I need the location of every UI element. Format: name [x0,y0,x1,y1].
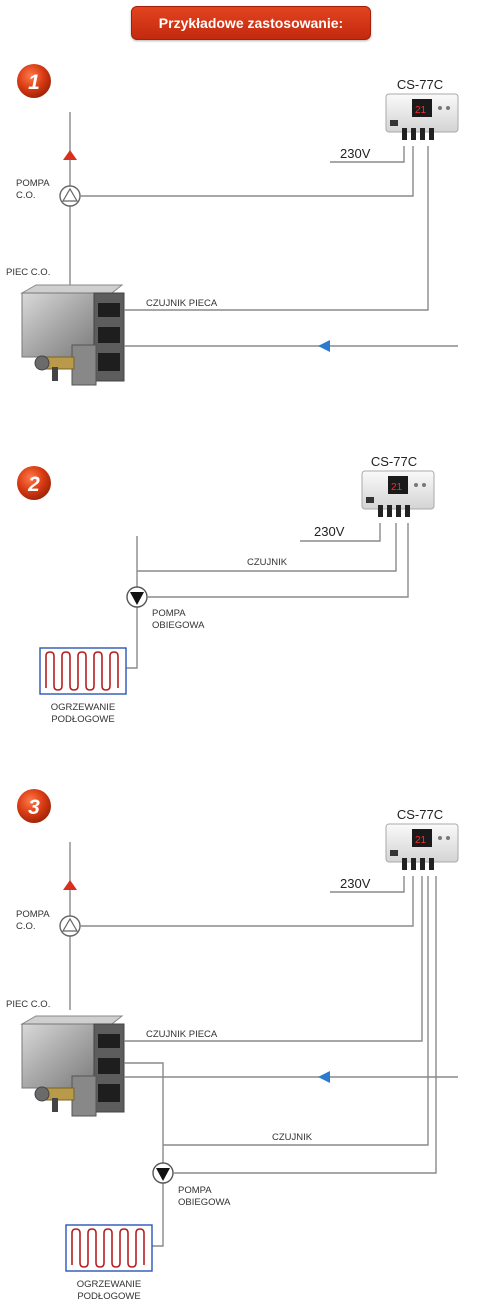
controller-name: CS-77C [371,454,417,469]
power-line [330,876,405,893]
boiler-label: PIEC C.O. [6,999,50,1010]
pump2-label-1: POMPA [178,1185,212,1196]
controller-device [385,93,459,141]
boiler-label: PIEC C.O. [6,267,50,278]
sensor-label: CZUJNIK PIECA [146,1029,218,1040]
number-badge-1: 1 [17,64,51,98]
boiler-image [21,1015,125,1117]
voltage-label: 230V [314,524,345,539]
pump-icon [59,185,81,207]
voltage-label: 230V [340,876,371,891]
floor-label-1: OGRZEWANIE [77,1279,142,1290]
sensor-label: CZUJNIK [247,557,288,568]
power-line [300,523,381,542]
diagram-2: 2 CS-77C 230V CZUJNIK POMPA OBIEGOWA OGR… [17,454,435,725]
flow-up-arrow [63,150,77,160]
power-line [330,146,405,163]
supply-pipe [126,536,138,669]
boiler-sensor-wire [124,876,423,1042]
pump2-wire [173,876,437,1174]
sensor2-label: CZUJNIK [272,1132,313,1143]
floor-supply-pipe [124,1062,164,1247]
floor-heating-icon [65,1224,153,1272]
sensor-label: CZUJNIK PIECA [146,298,218,309]
pump-label-2: OBIEGOWA [152,620,205,631]
floor-heating-icon [39,647,127,695]
pump-wire [80,146,414,197]
pump-label-1: POMPA [152,608,186,619]
sensor-wire [137,523,397,572]
controller-name: CS-77C [397,77,443,92]
voltage-label: 230V [340,146,371,161]
controller-name: CS-77C [397,807,443,822]
flow-up-arrow [63,880,77,890]
controller-device [385,823,459,871]
diagram-3: 3 CS-77C 230V POMPA C.O. PIEC C.O. CZUJN… [6,789,459,1302]
pump-icon [59,915,81,937]
number-badge-3: 3 [17,789,51,823]
boiler-image [21,284,125,386]
floor-label-1: OGRZEWANIE [51,702,116,713]
sensor2-wire [163,876,429,1146]
return-arrow [318,340,330,352]
svg-text:2: 2 [27,473,40,496]
return-arrow [318,1071,330,1083]
pump-wire [147,523,409,598]
pump-wire [80,876,414,927]
boiler-sensor-wire [124,146,429,311]
pump-icon [126,586,148,608]
floor-label-2: PODŁOGOWE [77,1291,140,1302]
pump-label-1: POMPA [16,178,50,189]
pump-label-2: C.O. [16,921,36,932]
diagram-1: 1 CS-77C 230V POMPA C.O. PIEC C.O. CZUJN… [6,64,459,386]
pump2-label-2: OBIEGOWA [178,1197,231,1208]
svg-text:1: 1 [28,71,40,94]
pump-label-1: POMPA [16,909,50,920]
svg-text:3: 3 [28,796,40,819]
controller-device [361,470,435,518]
page-title: Przykładowe zastosowanie: [158,15,344,31]
number-badge-2: 2 [17,466,51,500]
pump-label-2: C.O. [16,190,36,201]
pump2-icon [152,1162,174,1184]
floor-label-2: PODŁOGOWE [51,714,114,725]
title-banner: Przykładowe zastosowanie: [131,6,371,40]
